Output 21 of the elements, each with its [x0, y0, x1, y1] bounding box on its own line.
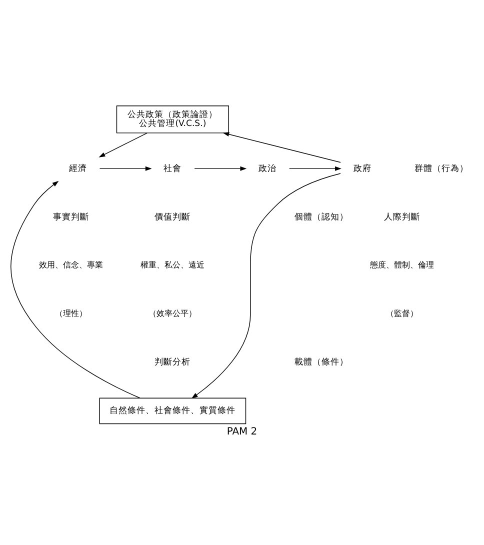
arrow	[191, 172, 341, 398]
arrow	[194, 166, 247, 170]
label: 個體（認知）	[294, 212, 349, 222]
node-text: 政府	[353, 163, 372, 174]
node-text: 政治	[258, 163, 276, 174]
label: 事實判斷	[52, 212, 89, 222]
label: 判斷分析	[154, 357, 191, 368]
arrow	[222, 132, 341, 162]
label: 價值判斷	[154, 212, 191, 222]
caption: PAM 2	[226, 426, 258, 438]
node-box: 公共政策（政策論證） 公共管理(V.C.S.)	[116, 105, 230, 133]
label: 載體（條件）	[294, 357, 349, 368]
node-text: 社會	[164, 163, 182, 174]
label: 人際判斷	[384, 212, 420, 222]
node-box: 自然條件、社會條件、實質條件	[99, 397, 246, 424]
label: 群體（行為）	[414, 163, 468, 174]
arrow	[98, 132, 148, 157]
arrow	[99, 166, 152, 170]
arrow	[10, 180, 140, 398]
arrow	[288, 166, 342, 170]
node-text: 經濟	[68, 163, 87, 174]
